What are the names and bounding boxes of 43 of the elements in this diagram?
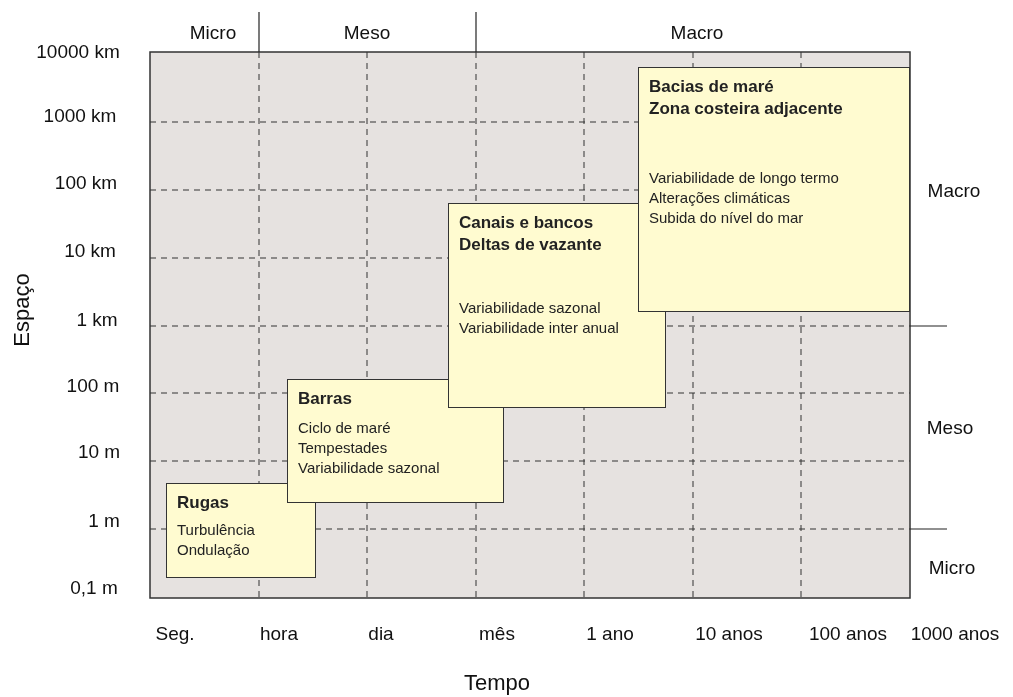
box-text: Ciclo de maré <box>298 418 392 438</box>
box-text: Ondulação <box>177 540 251 560</box>
box-text: Turbulência <box>177 520 256 540</box>
axis-tick-label: 10 anos <box>695 623 763 645</box>
scale-label: Micro <box>189 22 237 44</box>
scale-box <box>166 483 316 578</box>
box-text: Variabilidade sazonal <box>459 298 602 318</box>
axis-tick-label: 0,1 m <box>70 577 118 599</box>
axis-tick-label: mês <box>479 623 515 645</box>
scale-label: Macro <box>927 180 981 202</box>
axis-tick-label: 100 m <box>66 375 120 397</box>
axis-tick-label: 10 km <box>64 240 116 262</box>
axis-tick-label: 100 anos <box>808 623 888 645</box>
box-heading: Bacias de maré <box>649 76 775 98</box>
axis-title: Tempo <box>464 670 530 696</box>
box-heading: Barras <box>298 388 353 410</box>
box-text: Variabilidade de longo termo <box>649 168 840 188</box>
axis-tick-label: 1 m <box>88 510 120 532</box>
scale-box <box>638 67 910 312</box>
axis-tick-label: 100 km <box>54 172 118 194</box>
axis-tick-label: 1000 anos <box>910 623 1000 645</box>
box-text: Alterações climáticas <box>649 188 791 208</box>
axis-tick-label: 10 m <box>77 441 121 463</box>
axis-tick-label: Seg. <box>155 623 195 645</box>
box-heading: Rugas <box>177 492 230 514</box>
axis-tick-label: 10000 km <box>36 41 120 63</box>
axis-tick-label: 1 km <box>76 309 118 331</box>
scale-label: Micro <box>928 557 976 579</box>
scale-label: Meso <box>343 22 391 44</box>
axis-tick-label: 1 ano <box>586 623 634 645</box>
box-text: Variabilidade inter anual <box>459 318 620 338</box>
scale-box <box>287 379 504 503</box>
axis-tick-label: dia <box>368 623 394 645</box>
scale-label: Meso <box>926 417 974 439</box>
box-text: Variabilidade sazonal <box>298 458 441 478</box>
box-heading: Zona costeira adjacente <box>649 98 844 120</box>
axis-tick-label: hora <box>260 623 298 645</box>
scale-label: Macro <box>670 22 724 44</box>
box-text: Subida do nível do mar <box>649 208 805 228</box>
axis-tick-label: 1000 km <box>43 105 117 127</box>
box-heading: Deltas de vazante <box>459 234 603 256</box>
box-text: Tempestades <box>298 438 389 458</box>
axis-title: Espaço <box>9 273 35 347</box>
